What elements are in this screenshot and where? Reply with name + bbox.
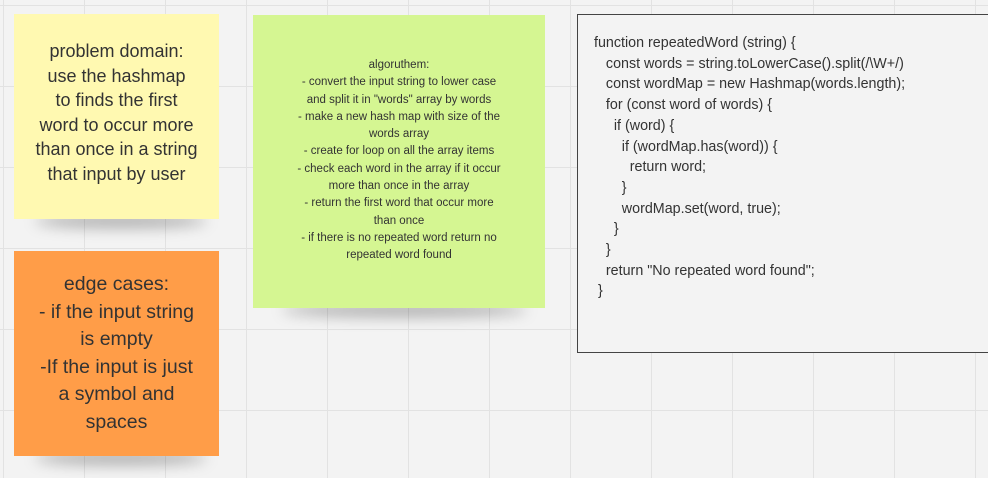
code-line: } [594,221,619,238]
note-text-line: to finds the first [55,90,178,111]
code-line: return "No repeated word found"; [594,262,815,279]
code-line: } [594,242,611,259]
note-text-line: - make a new hash map with size of the [298,110,500,123]
code-text-box[interactable]: function repeatedWord (string) { const w… [577,14,988,353]
code-line: for (const word of words) { [594,97,772,114]
note-text-line: - check each word in the array if it occ… [297,162,501,175]
code-line: const wordMap = new Hashmap(words.length… [594,76,906,93]
note-text-line: that input by user [47,163,186,184]
note-text-line: a symbol and [58,383,175,405]
sticky-note-problem-domain[interactable]: problem domain: use the hashmap to finds… [14,14,219,219]
note-text-line: - create for loop on all the array items [303,145,495,158]
note-text-line: and split it in "words" array by words [306,93,492,106]
note-text-line: problem domain: [49,41,184,61]
note-text-line: - if there is no repeated word return no [301,231,497,244]
note-text-line: - convert the input string to lower case [301,76,497,89]
note-text-line: is empty [80,328,153,350]
note-text-line: -If the input is just [40,355,193,378]
note-text-line: - return the first word that occur more [304,197,494,210]
code-line: wordMap.set(word, true); [594,200,781,217]
note-text-line: spaces [85,410,148,433]
sticky-note-algorithm[interactable]: algoruthem: - convert the input string t… [253,15,545,308]
code-line: return word; [594,159,707,176]
code-line: } [594,179,627,196]
note-text-line: use the hashmap [47,65,186,86]
code-line: } [594,283,603,300]
code-line: const words = string.toLowerCase().split… [594,55,904,72]
note-text-line: words array [368,128,430,141]
code-line: function repeatedWord (string) { [594,35,796,51]
code-line: if (word) { [594,117,675,134]
note-text-line: than once [373,214,425,227]
note-text-line: - if the input string [39,300,194,323]
note-text-line: repeated word found [346,249,452,262]
note-text-line: than once in a string [35,139,198,160]
sticky-note-edge-cases[interactable]: edge cases: - if the input string is emp… [14,251,219,456]
note-text-line: more than once in the array [328,180,470,193]
note-text-line: edge cases: [63,273,170,295]
note-text-line: algoruthem: [368,59,430,71]
note-text-line: word to occur more [39,114,194,135]
code-line: if (wordMap.has(word)) { [594,138,778,155]
